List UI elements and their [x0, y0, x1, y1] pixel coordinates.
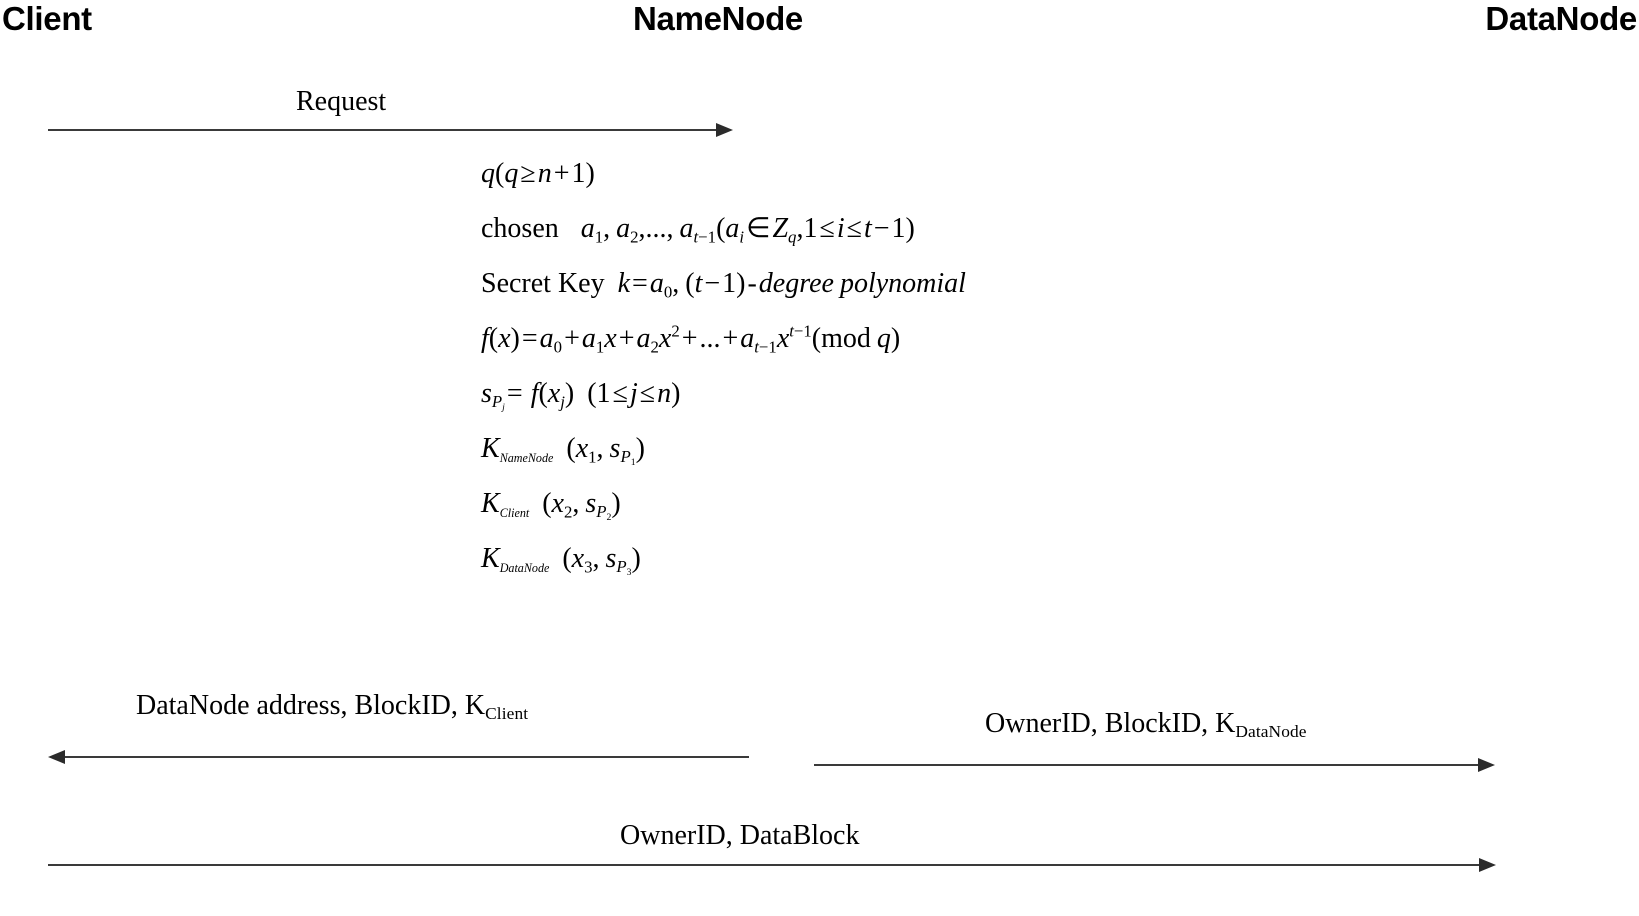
arrow-head-right-icon	[716, 123, 733, 137]
message-label-request: Request	[296, 86, 387, 117]
token-k-datanode-sub: DataNode	[499, 561, 550, 576]
token-polynomial: polynomial	[839, 268, 966, 299]
formula-share-namenode: KNameNode(x1,sP1)	[481, 433, 645, 469]
token-k-namenode-sub: NameNode	[499, 451, 554, 466]
label-text-main: OwnerID, BlockID, K	[985, 708, 1236, 739]
message-label-namenode-to-datanode: OwnerID, BlockID, KDataNode	[985, 708, 1307, 748]
label-text-main: DataNode address, BlockID, K	[136, 690, 486, 721]
token-mod: mod	[821, 323, 871, 354]
token-degree: degree	[758, 268, 834, 299]
message-line-namenode-to-client	[65, 756, 749, 758]
formula-share-datanode: KDataNode(x3,sP3)	[481, 543, 641, 579]
message-label-namenode-to-client: DataNode address, BlockID, KClient	[136, 690, 528, 730]
arrow-head-left-icon	[48, 750, 65, 764]
label-text-subscript: Client	[485, 704, 529, 724]
label-text-subscript: DataNode	[1235, 722, 1307, 742]
message-line-namenode-to-datanode	[814, 764, 1479, 766]
actor-header-namenode: NameNode	[633, 0, 803, 37]
message-line-request	[48, 129, 717, 131]
token-secret-key: Secret Key	[481, 268, 605, 299]
formula-share-client: KClient(x2,sP2)	[481, 488, 621, 524]
actor-header-datanode: DataNode	[1485, 0, 1637, 37]
message-line-client-to-datanode	[48, 864, 1480, 866]
message-label-client-to-datanode: OwnerID, DataBlock	[620, 820, 860, 851]
arrow-head-right-icon	[1479, 858, 1496, 872]
actor-header-client: Client	[2, 0, 92, 37]
token-k-client-sub: Client	[499, 506, 530, 521]
token-chosen: chosen	[481, 213, 559, 244]
formula-shares: sPj=f(xj)(1≤j≤n)	[481, 378, 681, 414]
formula-modulus: q(q≥n+1)	[481, 158, 595, 189]
arrow-head-right-icon	[1478, 758, 1495, 772]
